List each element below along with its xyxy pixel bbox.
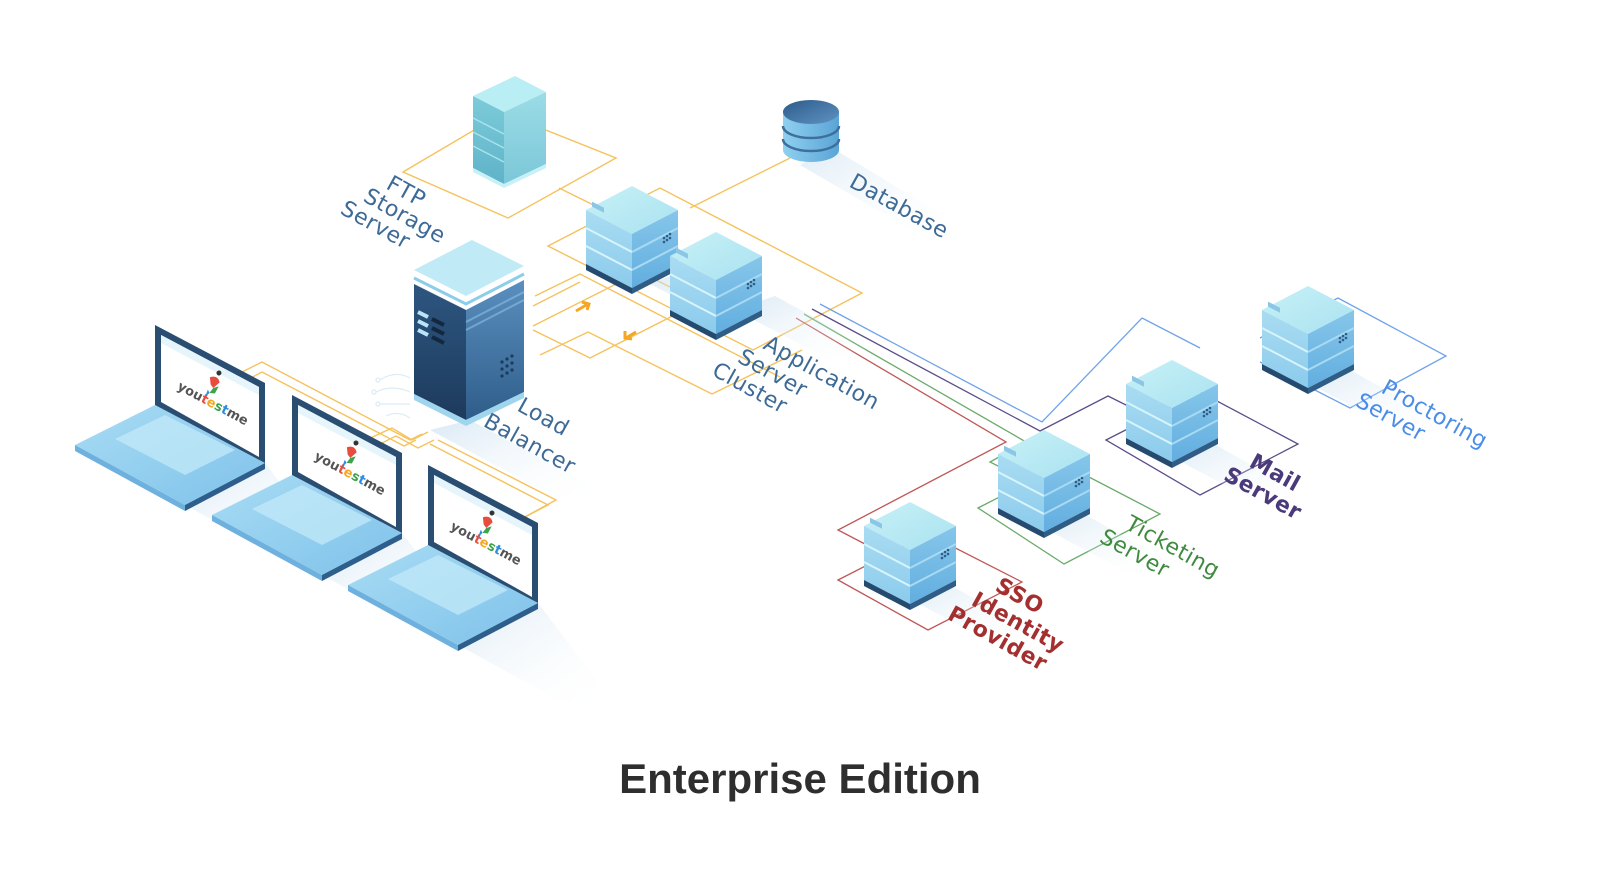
database-label: Database: [845, 169, 952, 244]
brand-figure-icon: [477, 510, 495, 538]
application-server-cluster-node[interactable]: Application Server Cluster: [585, 185, 890, 461]
brand-figure-icon: [341, 440, 359, 468]
database-node[interactable]: Database: [781, 100, 960, 244]
server-box-icon: [585, 185, 679, 295]
diagram-caption: Enterprise Edition: [619, 755, 981, 802]
flow-arrow-up-icon: [575, 300, 591, 313]
proctoring-server-node[interactable]: Proctoring Server: [1261, 285, 1498, 479]
mail-server-label: Mail Server: [1219, 442, 1317, 526]
circuit-pattern-decoration: [371, 373, 411, 419]
ticketing-server-label: Ticketing Server: [1095, 504, 1230, 608]
mail-server-node[interactable]: Mail Server: [1125, 359, 1317, 526]
tower-server-icon: [472, 76, 546, 188]
client-laptops: youtestme youtestme: [75, 325, 608, 705]
client-laptop[interactable]: youtestme: [348, 465, 608, 705]
ftp-storage-server-node[interactable]: FTP Storage Server: [336, 76, 546, 272]
brand-figure-icon: [204, 370, 222, 398]
flow-arrow-down-icon: [623, 330, 637, 341]
tower-server-icon: [413, 240, 525, 426]
database-cylinder-icon: [781, 100, 841, 162]
load-balancer-node[interactable]: Load Balancer: [371, 240, 600, 500]
